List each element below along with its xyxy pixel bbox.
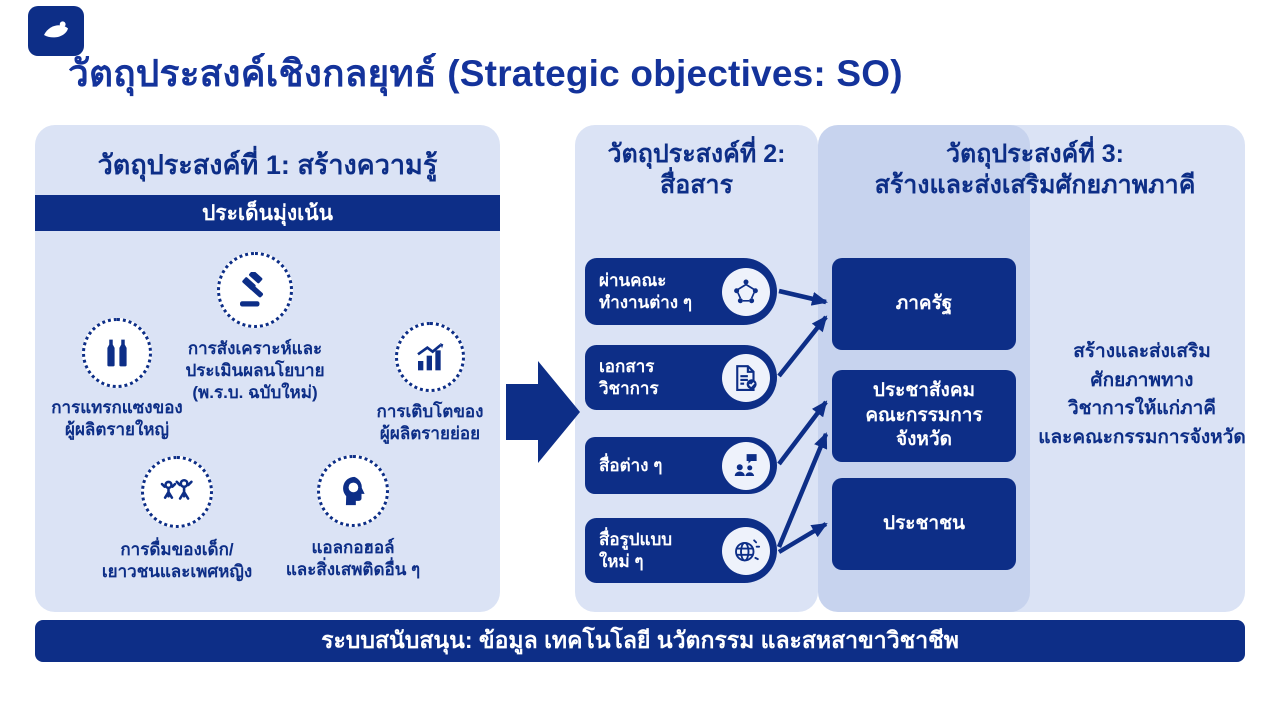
people-network-icon [722,267,770,316]
logo-mark-icon [44,21,68,38]
globe-media-glyph [735,538,761,561]
channel-pill-new-media: สื่อรูปแบบ ใหม่ ๆ [585,518,777,583]
youth-people-icon [160,478,193,500]
focus-item-label-youth: การดื่มของเด็ก/ เยาวชนและเพศหญิง [101,540,253,581]
focus-item-label-intervention: การแทรกแซงของ ผู้ผลิตรายใหญ่ [51,398,183,439]
channel-pill-label: สื่อรูปแบบ ใหม่ ๆ [599,530,673,571]
social-media-glyph [734,453,757,476]
focus-issues-bar: ประเด็นมุ่งเน้น [35,195,500,231]
target-group-box-public: ประชาชน [832,478,1016,570]
channel-pill-various-media: สื่อต่าง ๆ [585,437,777,494]
objective-3-side-note: สร้างและส่งเสริม ศักยภาพทาง วิชาการให้แก… [1038,341,1246,448]
gavel-icon [240,272,263,307]
focus-item-circle [82,318,152,388]
objective-2-panel: วัตถุประสงค์ที่ 2: สื่อสาร ผ่านคณะ ทำงาน… [575,125,818,612]
focus-item-circle [317,455,389,527]
head-alcohol-icon [343,476,365,506]
focus-item-circle [141,456,213,528]
focus-item-label-alcohol: แอลกอฮอล์ และสิ่งเสพติดอื่น ๆ [285,538,421,579]
channel-pill-label: ผ่านคณะ ทำงานต่าง ๆ [599,271,692,312]
focus-item-circle [395,322,465,392]
objective-3-inner-panel: ภาครัฐ ประชาสังคม คณะกรรมการ จังหวัด ประ… [818,125,1030,612]
objective-1-panel: วัตถุประสงค์ที่ 1: สร้างความรู้ ประเด็นม… [35,125,500,612]
growth-chart-icon [417,343,444,371]
objective-2-title: วัตถุประสงค์ที่ 2: สื่อสาร [607,140,786,200]
focus-item-circle [217,252,293,328]
support-system-bar: ระบบสนับสนุน: ข้อมูล เทคโนโลยี นวัตกรรม … [35,620,1245,662]
people-network-glyph [734,279,758,303]
page-title: วัตถุประสงค์เชิงกลยุทธ์ (Strategic objec… [68,53,903,94]
document-check-icon [722,353,770,402]
big-right-arrow [506,361,580,463]
focus-item-label-growth: การเติบโตของ ผู้ผลิตรายย่อย [376,402,484,443]
objective-1-title: วัตถุประสงค์ที่ 1: สร้างความรู้ [97,150,438,180]
objective-3-title: วัตถุประสงค์ที่ 3: สร้างและส่งเสริมศักยภ… [874,140,1196,200]
target-group-box-government: ภาครัฐ [832,258,1016,350]
globe-media-icon [722,526,770,575]
channel-pill-working-groups: ผ่านคณะ ทำงานต่าง ๆ [585,258,777,325]
channel-pill-academic-documents: เอกสาร วิชาการ [585,345,777,410]
document-check-glyph [736,364,757,391]
channel-pill-label: เอกสาร วิชาการ [599,357,659,398]
bottles-icon [107,339,127,367]
social-media-icon [722,441,770,490]
target-group-box-civil-society: ประชาสังคม คณะกรรมการ จังหวัด [832,370,1016,462]
org-logo [28,6,84,56]
channel-pill-label: สื่อต่าง ๆ [599,455,663,475]
focus-item-label-policy: การสังเคราะห์และ ประเมินผลนโยบาย (พ.ร.บ.… [185,339,325,402]
